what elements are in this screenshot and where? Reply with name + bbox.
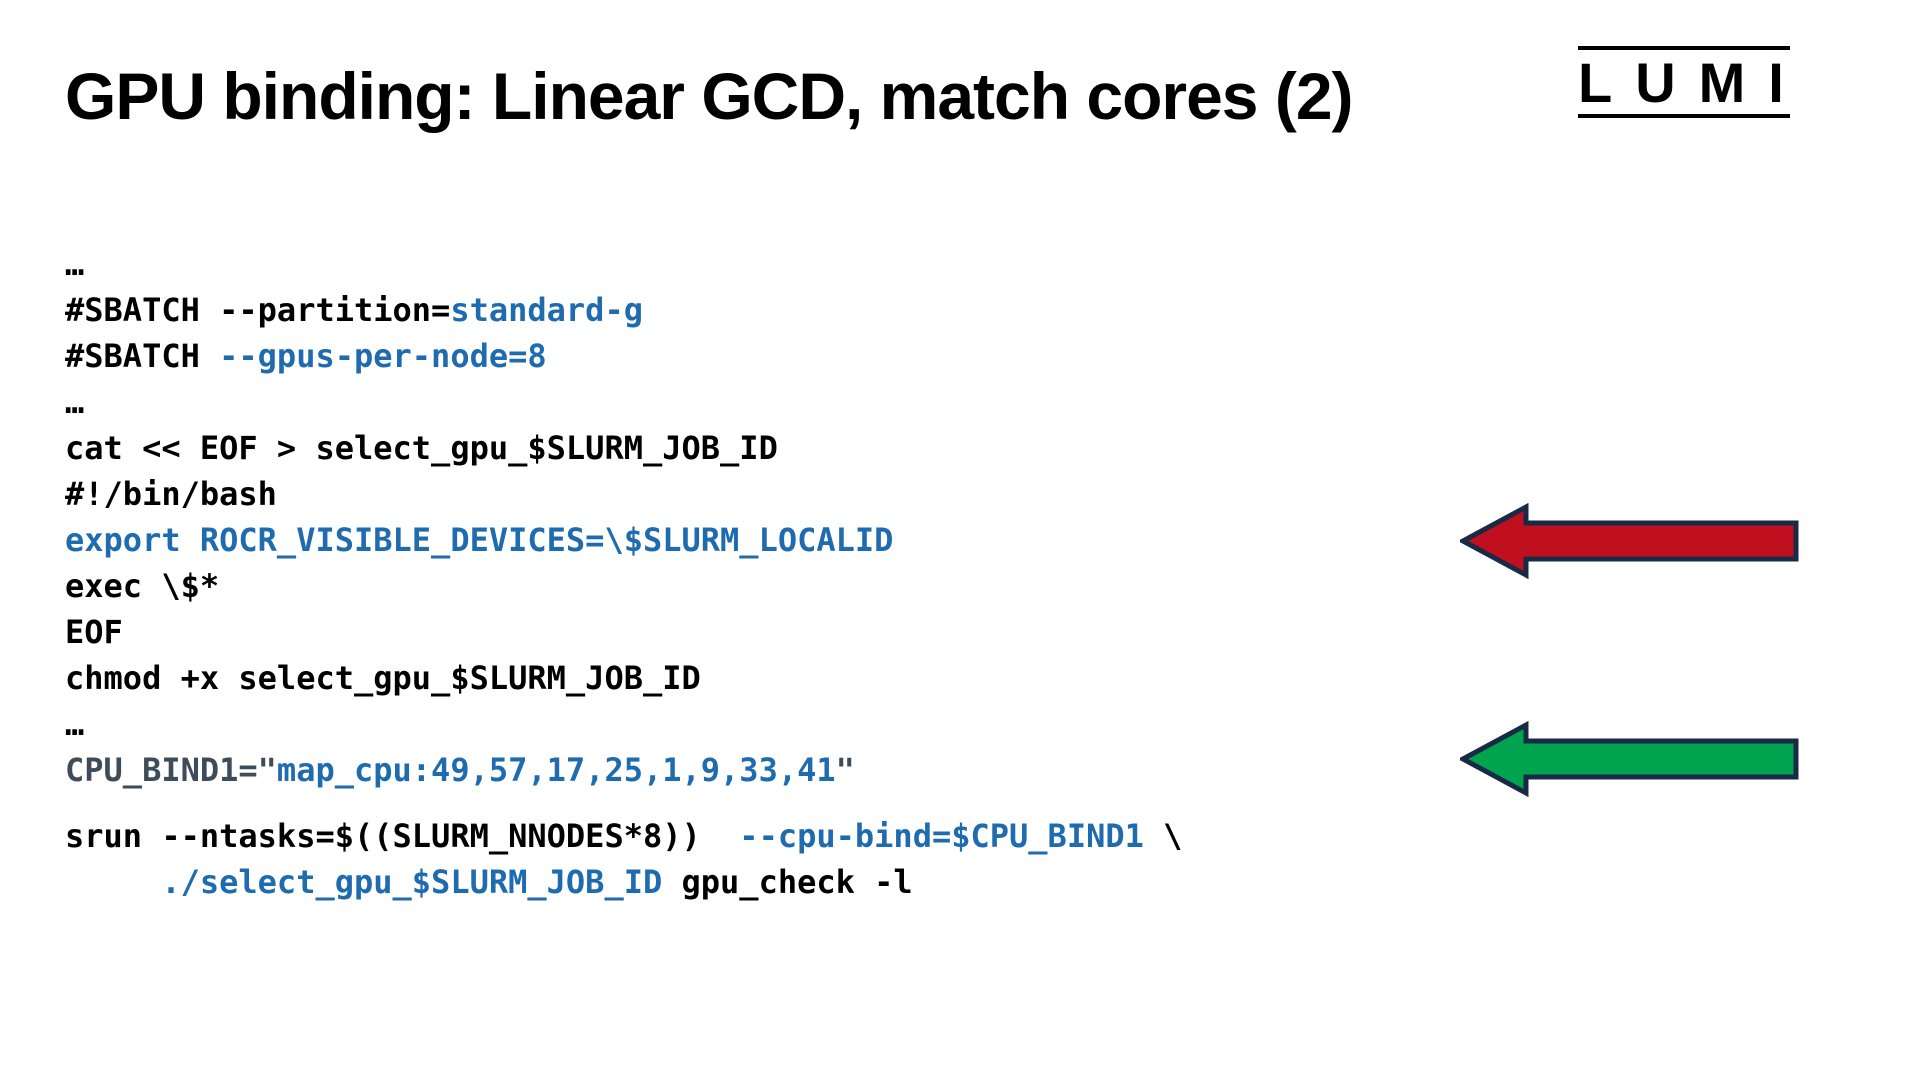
code-segment: … [65, 705, 85, 743]
code-segment: --gpus-per-node=8 [219, 337, 547, 375]
code-segment: chmod +x select_gpu_$SLURM_JOB_ID [65, 659, 701, 697]
code-segment: … [65, 383, 85, 421]
code-segment: EOF [65, 613, 123, 651]
green-arrow-icon [1460, 721, 1799, 797]
code-segment: --cpu-bind=$CPU_BIND1 [739, 817, 1144, 855]
code-segment: " [835, 751, 855, 789]
code-line: CPU_BIND1="map_cpu:49,57,17,25,1,9,33,41… [65, 747, 1182, 793]
lumi-logo-text: LUMI [1578, 51, 1807, 114]
code-line: srun --ntasks=$((SLURM_NNODES*8)) --cpu-… [65, 813, 1182, 859]
code-line: exec \$* [65, 563, 1182, 609]
code-segment: \ [1143, 817, 1183, 855]
code-segment: #SBATCH --partition= [65, 291, 451, 329]
code-line: #SBATCH --gpus-per-node=8 [65, 333, 1182, 379]
code-line: #SBATCH --partition=standard-g [65, 287, 1182, 333]
code-segment: … [65, 245, 85, 283]
code-segment: map_cpu:49,57,17,25,1,9,33,41 [276, 751, 836, 789]
code-segment: exec \$* [65, 567, 220, 605]
code-segment: cat << EOF > select_gpu_$SLURM_JOB_ID [65, 429, 778, 467]
code-line: ./select_gpu_$SLURM_JOB_ID gpu_check -l [65, 859, 1182, 905]
code-segment: export ROCR_VISIBLE_DEVICES=\$SLURM_LOCA… [65, 521, 894, 559]
code-line: #!/bin/bash [65, 471, 1182, 517]
code-segment: #SBATCH [65, 337, 220, 375]
code-line: export ROCR_VISIBLE_DEVICES=\$SLURM_LOCA… [65, 517, 1182, 563]
code-line: … [65, 241, 1182, 287]
code-line: … [65, 379, 1182, 425]
code-line: EOF [65, 609, 1182, 655]
code-segment: CPU_BIND1=" [65, 751, 277, 789]
code-segment: srun --ntasks=$((SLURM_NNODES*8)) [65, 817, 740, 855]
slide-title: GPU binding: Linear GCD, match cores (2) [65, 59, 1354, 133]
code-segment: standard-g [450, 291, 643, 329]
code-segment [65, 863, 161, 901]
code-segment: ./select_gpu_$SLURM_JOB_ID [161, 863, 663, 901]
code-line: … [65, 701, 1182, 747]
lumi-logo: LUMI [1578, 46, 1790, 118]
red-arrow-icon [1460, 503, 1799, 579]
code-block: …#SBATCH --partition=standard-g#SBATCH -… [65, 241, 1182, 905]
code-segment: gpu_check -l [662, 863, 913, 901]
red-arrow-shape [1460, 503, 1799, 579]
code-segment: #!/bin/bash [65, 475, 277, 513]
code-line: cat << EOF > select_gpu_$SLURM_JOB_ID [65, 425, 1182, 471]
code-line: chmod +x select_gpu_$SLURM_JOB_ID [65, 655, 1182, 701]
green-arrow-shape [1460, 721, 1799, 797]
